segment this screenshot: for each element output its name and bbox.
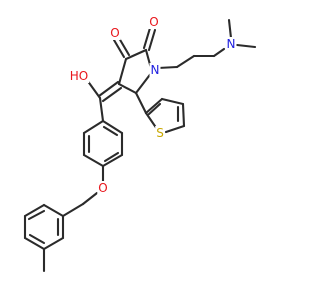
bond-c3-o-keto-b (117, 36, 131, 57)
bond-th-2 (164, 124, 186, 134)
bond-c3-c2 (124, 48, 148, 61)
atom-labels: O O N N HO S O (68, 15, 237, 195)
atom-o-keto: O (110, 26, 119, 40)
bond-c2-o-amide-a (142, 26, 152, 50)
bond-c5-thienyl (134, 91, 148, 115)
atom-s-thiophene: S (156, 126, 164, 140)
chemical-structure-diagram: O O N N HO S O (23, 15, 257, 273)
bond-ar1-inner-3 (102, 125, 119, 137)
bond-ar2-4 (23, 236, 46, 251)
atom-o-amide-background (148, 15, 160, 29)
atom-o-ether-background (97, 181, 109, 195)
atom-s-thiophene-background (155, 126, 165, 140)
bond-chain-n (212, 47, 226, 58)
bond-c4-cexo-a (97, 80, 120, 98)
bond-c3-o-keto-a (112, 38, 126, 59)
atom-hydroxyl-background (68, 69, 90, 83)
bond-ar1-4 (101, 153, 124, 168)
bond-th-3 (181, 102, 186, 128)
bond-chain-2 (175, 54, 196, 69)
bond-ar1-inner-2 (103, 151, 120, 163)
bond-ar2-2 (23, 203, 46, 218)
bond-c4-c3 (117, 57, 128, 86)
bond-n-methyl-right (235, 43, 257, 49)
bond-o-ether-ch2 (81, 191, 99, 206)
atom-hydroxyl: HO (70, 69, 88, 83)
bond-ar1-3 (82, 153, 105, 168)
atom-o-ether: O (98, 181, 107, 195)
bond-n-methyl-up (227, 18, 233, 40)
bond-ar2-1 (42, 203, 65, 218)
atom-o-keto-background (109, 26, 121, 40)
bond-ch2-ar2 (61, 202, 85, 218)
bond-th-inner-2 (147, 102, 162, 116)
atom-o-amide: O (149, 15, 158, 29)
bond-c2-o-amide-b (147, 28, 157, 52)
bonds (23, 18, 257, 273)
bond-ar1-1 (82, 119, 105, 135)
atom-n-amine: N (227, 37, 236, 51)
bond-c5-c4 (117, 82, 138, 95)
bond-th-4 (160, 97, 185, 106)
bond-ar2-inner-1 (27, 209, 46, 221)
bond-n1-ch2-a (156, 65, 179, 70)
bond-ar2-inner-2 (28, 233, 46, 245)
bond-ar2-5 (42, 236, 65, 251)
atom-n-ring-background (149, 63, 161, 77)
bond-ar1-6 (101, 119, 124, 135)
bond-th-1 (144, 111, 159, 131)
atom-n-amine-background (225, 37, 237, 51)
bond-cexo-aryl (98, 96, 105, 123)
bond-n1-c5 (134, 70, 154, 95)
bond-c4-cexo-b (101, 86, 123, 103)
bond-th-5 (144, 97, 164, 115)
atom-n-ring: N (151, 63, 160, 77)
